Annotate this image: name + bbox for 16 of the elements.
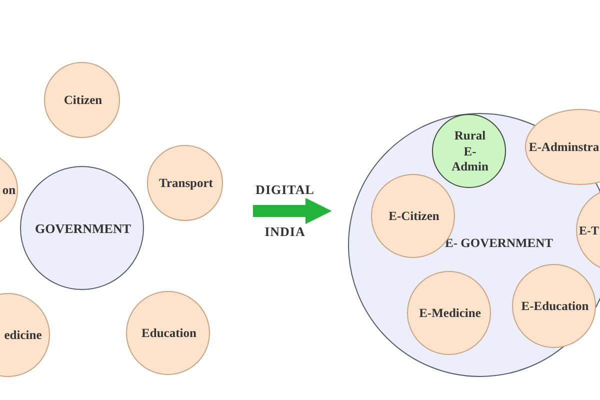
node-label: GOVERNMENT (34, 220, 132, 238)
arrow (253, 198, 332, 224)
node-label: Citizen (62, 93, 104, 109)
caption-text: INDIA (264, 224, 306, 240)
node-label: Transport (158, 176, 214, 192)
topic-circle (432, 114, 506, 188)
node-label: E-Education (520, 299, 590, 315)
caption-text: DIGITAL (256, 182, 314, 198)
node-label: Rural E-Admin (450, 128, 490, 176)
node-label: E-Medicine (418, 306, 482, 322)
node-label: E-Adminstra (528, 140, 600, 156)
node-label: on (1, 183, 17, 199)
node-label: E-Citizen (388, 209, 440, 225)
node-label: Education (140, 326, 198, 342)
node-label: edicine (3, 328, 43, 344)
node-label: E-T (579, 224, 599, 238)
